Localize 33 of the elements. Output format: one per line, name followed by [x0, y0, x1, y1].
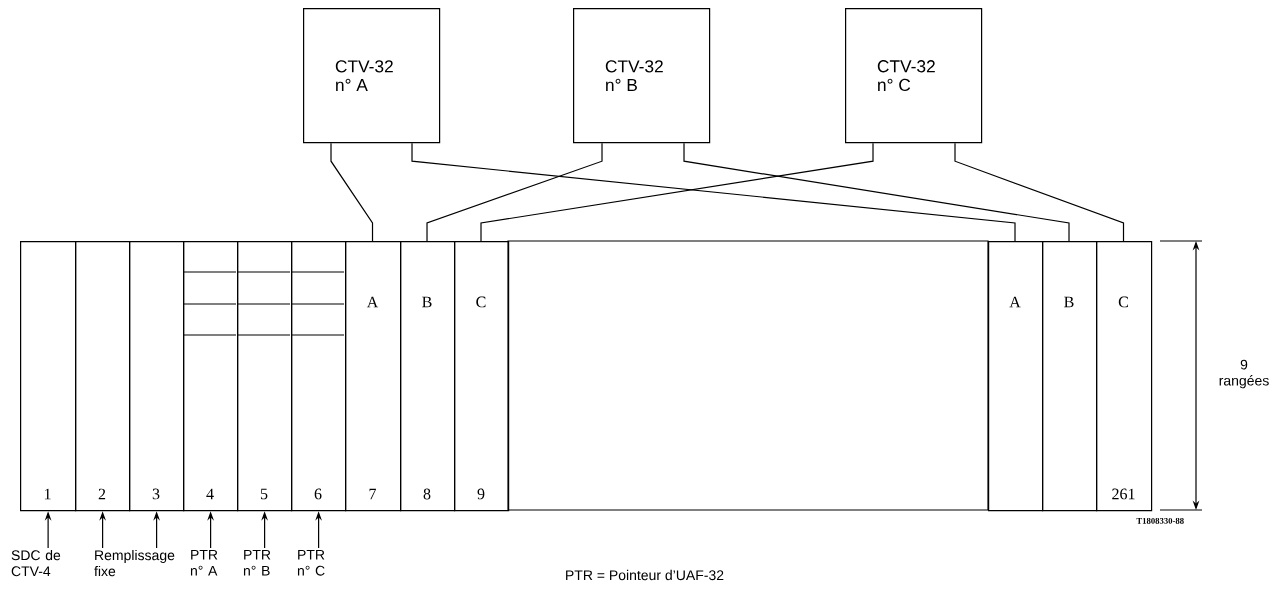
- column-number: 9: [477, 488, 485, 500]
- column-letter: B: [1064, 296, 1074, 308]
- column-number: 1: [44, 488, 51, 500]
- connector-line: [683, 142, 1070, 242]
- connector-line: [426, 142, 603, 242]
- column-letter: B: [422, 296, 432, 308]
- figure-number: T1808330-88: [1136, 517, 1184, 524]
- column-number: 4: [206, 488, 214, 500]
- dimension-label: 9 rangées: [1219, 359, 1269, 389]
- unit-box: CTV-32 n° C: [845, 8, 983, 144]
- column-number: 7: [369, 488, 377, 500]
- column-letter: A: [1009, 296, 1021, 308]
- column-number: 2: [98, 488, 106, 500]
- column-number: 6: [314, 488, 322, 500]
- connector-line: [411, 142, 1016, 242]
- unit-box: CTV-32 n° A: [303, 8, 441, 144]
- footnote-text: PTR = Pointeur d’UAF-32: [566, 569, 724, 581]
- unit-box: CTV-32 n° B: [573, 8, 711, 144]
- column-letter: C: [476, 296, 486, 308]
- field-label: Remplissage fixe: [94, 549, 175, 577]
- column-number: 3: [152, 488, 160, 500]
- column-letter: A: [366, 296, 379, 308]
- column-number: 5: [260, 488, 268, 500]
- connector-line: [954, 142, 1125, 242]
- column-number: 261: [1112, 488, 1135, 500]
- field-label: PTR n° B: [243, 549, 271, 576]
- field-label: PTR n° C: [297, 549, 325, 576]
- field-label: PTR n° A: [190, 549, 218, 576]
- connector-line: [480, 142, 874, 242]
- field-label: SDC de CTV-4: [11, 549, 61, 577]
- column-number: 8: [423, 488, 431, 500]
- column-letter: C: [1118, 296, 1128, 308]
- connector-line: [330, 142, 374, 242]
